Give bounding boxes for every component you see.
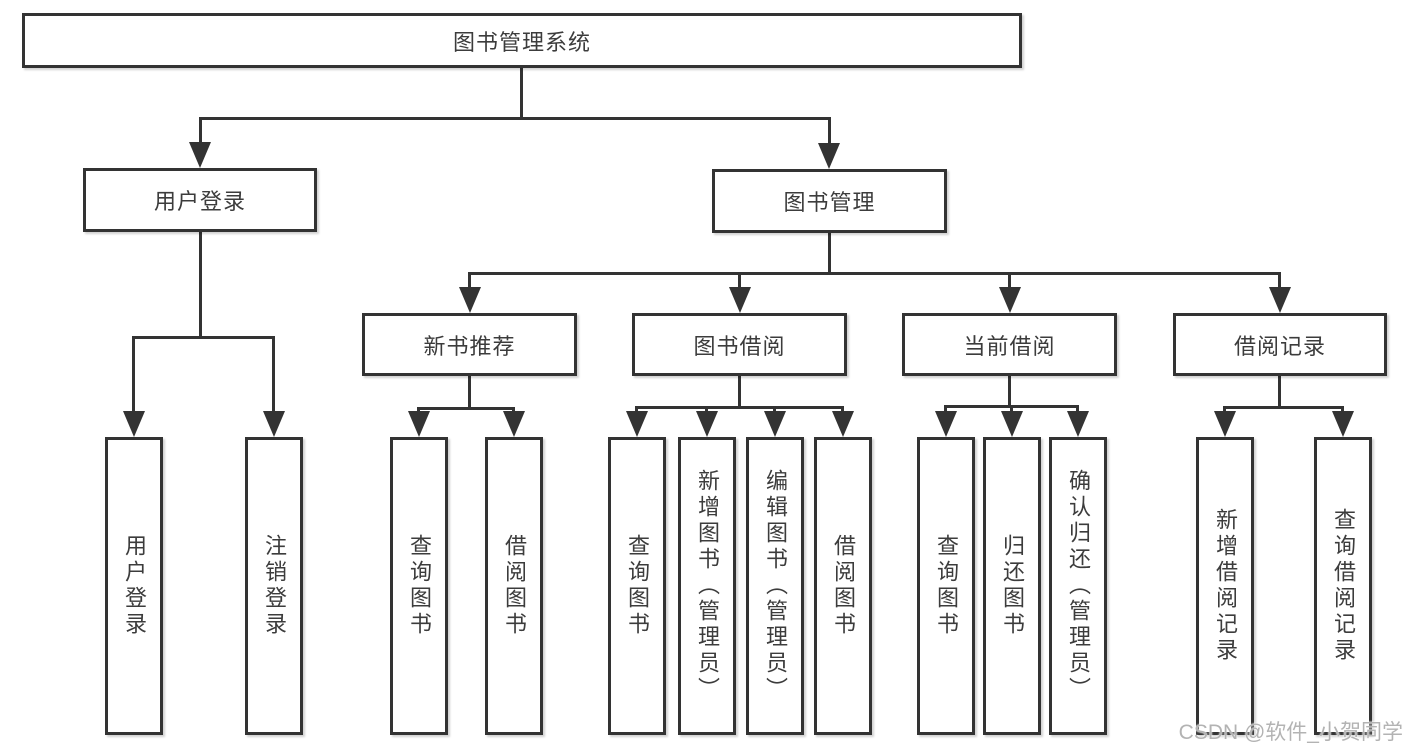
leaf-label: 编辑图书（管理员） (763, 469, 788, 703)
leaf-label: 查询图书 (407, 534, 432, 638)
node-book-borrow: 图书借阅 (632, 313, 847, 376)
leaf-query-borrow-record: 查询借阅记录 (1314, 437, 1372, 735)
leaf-query-book-current: 查询图书 (917, 437, 975, 735)
connector-root-drop-left (199, 117, 202, 147)
connector-current-drop-2 (1010, 405, 1013, 415)
leaf-query-book-borrow: 查询图书 (608, 437, 666, 735)
connector-recommend-stub (468, 376, 471, 410)
node-root: 图书管理系统 (22, 13, 1022, 68)
arrowhead-down-icon (1001, 411, 1023, 437)
leaf-query-book-recommend: 查询图书 (390, 437, 448, 735)
leaf-label: 用户登录 (122, 534, 147, 638)
node-current-borrow: 当前借阅 (902, 313, 1117, 376)
connector-root-stub (520, 68, 523, 120)
leaf-edit-book-admin: 编辑图书（管理员） (746, 437, 804, 735)
leaf-user-login: 用户登录 (105, 437, 163, 735)
node-book-management-label: 图书管理 (783, 190, 876, 215)
connector-record-stub (1278, 376, 1281, 409)
arrowhead-down-icon (729, 287, 751, 313)
arrowhead-down-icon (459, 287, 481, 313)
leaf-label: 确认归还（管理员） (1066, 469, 1091, 703)
arrowhead-down-icon (818, 143, 840, 169)
arrowhead-down-icon (263, 411, 285, 437)
connector-borrow-stub (738, 376, 741, 409)
leaf-label: 新增借阅记录 (1213, 508, 1238, 664)
arrowhead-down-icon (626, 411, 648, 437)
arrowhead-down-icon (696, 411, 718, 437)
connector-recommend-hline (417, 407, 515, 410)
connector-current-drop-1 (944, 405, 947, 415)
arrowhead-down-icon (1214, 411, 1236, 437)
leaf-label: 借阅图书 (831, 534, 856, 638)
arrowhead-down-icon (935, 411, 957, 437)
arrowhead-down-icon (764, 411, 786, 437)
watermark: CSDN @软件_小贺同学 (1178, 721, 1403, 744)
arrowhead-down-icon (408, 411, 430, 437)
connector-mgmt-hline (468, 272, 1281, 275)
connector-login-drop-2 (272, 336, 275, 416)
leaf-label: 查询借阅记录 (1331, 508, 1356, 664)
connector-root-hline (199, 117, 831, 120)
leaf-add-book-admin: 新增图书（管理员） (678, 437, 736, 735)
connector-mgmt-stub (828, 233, 831, 275)
node-borrow-record: 借阅记录 (1173, 313, 1387, 376)
leaf-borrow-book-recommend: 借阅图书 (485, 437, 543, 735)
node-user-login: 用户登录 (83, 168, 317, 232)
connector-mgmt-drop-3 (1008, 272, 1011, 290)
leaf-confirm-return-admin: 确认归还（管理员） (1049, 437, 1107, 735)
connector-borrow-hline (635, 406, 844, 409)
connector-login-hline (132, 336, 275, 339)
connector-root-drop-right (828, 117, 831, 148)
node-user-login-label: 用户登录 (153, 189, 246, 214)
connector-mgmt-drop-4 (1278, 272, 1281, 290)
connector-login-drop-1 (132, 336, 135, 416)
leaf-return-book: 归还图书 (983, 437, 1041, 735)
node-book-management: 图书管理 (712, 169, 947, 233)
arrowhead-down-icon (832, 411, 854, 437)
node-new-book-recommend-label: 新书推荐 (423, 333, 516, 359)
leaf-logout: 注销登录 (245, 437, 303, 735)
connector-login-stub (199, 232, 202, 339)
arrowhead-down-icon (1332, 411, 1354, 437)
connector-current-stub (1008, 376, 1011, 408)
leaf-label: 注销登录 (262, 534, 287, 638)
node-root-label: 图书管理系统 (452, 29, 591, 55)
node-book-borrow-label: 图书借阅 (693, 333, 786, 359)
connector-mgmt-drop-1 (468, 272, 471, 290)
leaf-label: 新增图书（管理员） (695, 469, 720, 703)
connector-mgmt-drop-2 (738, 272, 741, 290)
connector-current-drop-3 (1076, 405, 1079, 415)
arrowhead-down-icon (999, 287, 1021, 313)
arrowhead-down-icon (1067, 411, 1089, 437)
node-borrow-record-label: 借阅记录 (1233, 333, 1326, 359)
leaf-borrow-book: 借阅图书 (814, 437, 872, 735)
leaf-label: 查询图书 (934, 534, 959, 638)
arrowhead-down-icon (123, 411, 145, 437)
leaf-add-borrow-record: 新增借阅记录 (1196, 437, 1254, 735)
arrowhead-down-icon (189, 142, 211, 168)
node-new-book-recommend: 新书推荐 (362, 313, 577, 376)
leaf-label: 查询图书 (625, 534, 650, 638)
arrowhead-down-icon (1269, 287, 1291, 313)
arrowhead-down-icon (503, 411, 525, 437)
node-current-borrow-label: 当前借阅 (963, 333, 1056, 359)
leaf-label: 归还图书 (1000, 534, 1025, 638)
leaf-label: 借阅图书 (502, 534, 527, 638)
connector-record-hline (1223, 406, 1344, 409)
